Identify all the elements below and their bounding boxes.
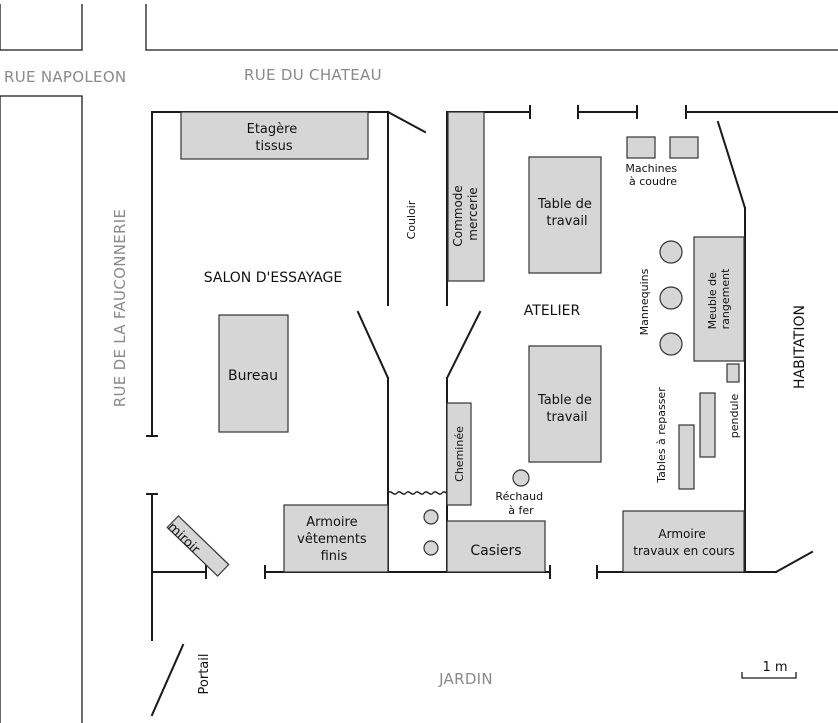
door-bottom-right <box>774 550 814 574</box>
door-habitation <box>716 120 747 210</box>
meuble-rangement <box>693 236 745 362</box>
table-travail-top <box>528 156 602 274</box>
label-table-bottom: Table de travail <box>537 393 596 425</box>
label-pendule: pendule <box>728 394 741 439</box>
label-armoire-finis: Armoire vêtements finis <box>297 515 371 564</box>
label-table-top: Table de travail <box>537 197 596 229</box>
label-commode: Commode mercerie <box>451 181 480 246</box>
machine-coudre-2 <box>669 136 699 159</box>
mannequin-1 <box>659 240 683 264</box>
rechaud-fer <box>512 469 530 487</box>
label-casiers: Casiers <box>470 543 521 559</box>
stool-2 <box>423 540 439 556</box>
label-salon: SALON D'ESSAYAGE <box>204 270 342 286</box>
door-couloir-top <box>386 110 427 134</box>
portail-gate <box>150 643 185 717</box>
scale-bar-line <box>741 672 797 679</box>
label-bureau: Bureau <box>228 368 278 384</box>
armoire-vetements-finis <box>283 504 389 573</box>
label-armoire-cours: Armoire travaux en cours <box>633 527 735 558</box>
commode-mercerie <box>447 111 485 282</box>
table-travail-bottom <box>528 345 602 463</box>
block-left-street <box>0 95 83 723</box>
label-machines: Machines à coudre <box>625 162 680 188</box>
miroir <box>166 515 230 577</box>
machine-coudre-1 <box>626 136 656 159</box>
table-repasser-2 <box>678 424 695 490</box>
scale-bar: 1 m <box>741 660 797 679</box>
stool-1 <box>423 509 439 525</box>
label-couloir: Couloir <box>405 200 418 239</box>
label-meuble: Meuble de rangement <box>706 268 732 329</box>
pendule <box>726 363 740 383</box>
block-top-right <box>145 4 838 51</box>
label-mannequins: Mannequins <box>638 268 651 335</box>
label-rue-napoleon: RUE NAPOLEON <box>4 68 126 86</box>
table-repasser-1 <box>699 392 716 458</box>
armoire-travaux-en-cours <box>622 510 745 573</box>
cheminee <box>446 402 472 506</box>
label-habitation: HABITATION <box>792 305 808 389</box>
label-rechaud: Réchaud à fer <box>495 490 546 517</box>
bureau <box>218 314 289 433</box>
etagere-tissus <box>180 111 369 160</box>
door-salon <box>356 310 390 380</box>
casiers <box>446 520 546 573</box>
block-top-left <box>0 4 83 51</box>
label-rue-fauconnerie: RUE DE LA FAUCONNERIE <box>111 209 129 408</box>
label-atelier: ATELIER <box>524 303 581 319</box>
furniture <box>166 111 745 577</box>
label-cheminee: Cheminée <box>453 426 466 482</box>
label-etagere: Etagère tissus <box>247 122 302 154</box>
curtain <box>387 491 452 495</box>
label-rue-chateau: RUE DU CHATEAU <box>244 66 382 84</box>
street-outlines <box>0 4 838 723</box>
label-jardin: JARDIN <box>438 670 493 688</box>
mannequin-3 <box>659 332 683 356</box>
mannequin-2 <box>659 286 683 310</box>
label-tables-repasser: Tables à repasser <box>655 387 668 484</box>
label-portail: Portail <box>197 654 212 695</box>
door-atelier <box>445 310 482 380</box>
scale-bar-label: 1 m <box>762 660 787 675</box>
